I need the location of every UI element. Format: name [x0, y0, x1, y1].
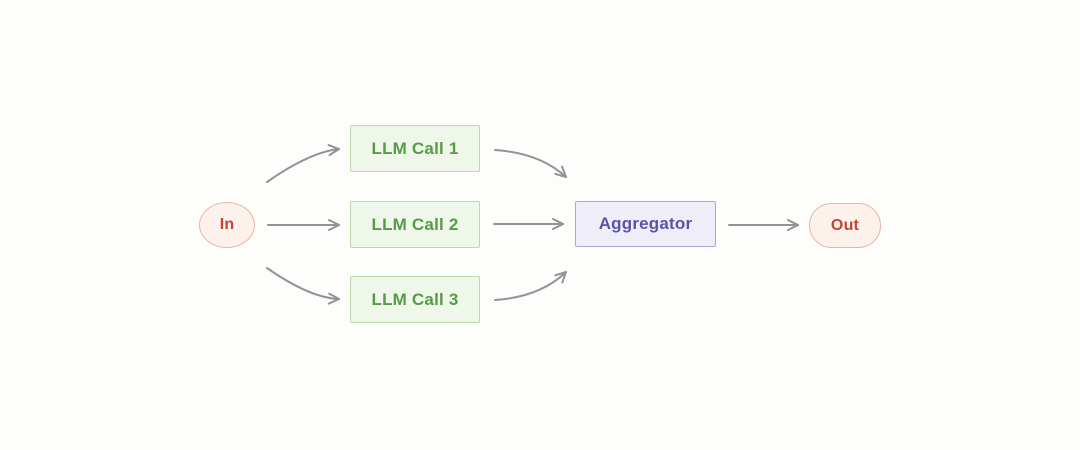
node-llm-call-3-label: LLM Call 3: [371, 289, 459, 309]
node-llm-call-1-label: LLM Call 1: [371, 138, 459, 158]
node-in: In: [199, 202, 255, 248]
node-in-label: In: [219, 216, 235, 233]
node-aggregator: Aggregator: [575, 201, 716, 247]
node-out-label: Out: [830, 216, 860, 234]
edge-llm-call-1-to-aggregator: [494, 149, 567, 178]
node-llm-call-3: LLM Call 3: [350, 276, 480, 323]
node-llm-call-1: LLM Call 1: [350, 125, 480, 172]
edge-llm-call-3-to-aggregator: [494, 271, 567, 301]
edge-in-to-llm-call-1: [266, 144, 340, 183]
node-llm-call-2-label: LLM Call 2: [371, 214, 459, 234]
edge-in-to-llm-call-3: [266, 267, 340, 305]
node-llm-call-2: LLM Call 2: [350, 201, 480, 248]
node-aggregator-label: Aggregator: [598, 214, 693, 233]
node-out: Out: [809, 203, 881, 248]
